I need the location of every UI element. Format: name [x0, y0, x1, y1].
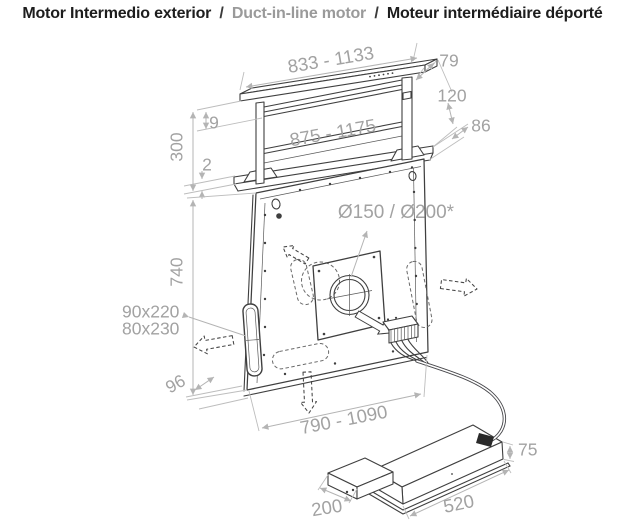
dim-right-height: 120	[437, 86, 466, 106]
terminal-ribs	[390, 324, 416, 343]
dim-motor-height: 75	[518, 440, 537, 460]
alt-duct-positions	[290, 258, 340, 306]
power-knockout	[276, 213, 282, 219]
dim-flange-thickness: 2	[202, 155, 212, 175]
title-spanish: Motor Intermedio exterior	[22, 5, 212, 22]
dim-cap-depth: 79	[439, 51, 458, 71]
hole-right	[408, 170, 417, 182]
page-title: Motor Intermedio exterior / Duct-in-line…	[0, 5, 625, 23]
hole-left	[271, 198, 281, 210]
airflow-arrow-upleft	[282, 244, 310, 265]
dim-flange-depth: 86	[471, 116, 490, 136]
title-separator-2: /	[374, 5, 379, 22]
dim-body-height: 740	[167, 257, 187, 286]
terminal-block	[382, 315, 429, 364]
title-separator-1: /	[219, 5, 224, 22]
dim-motor-width: 200	[310, 495, 344, 521]
title-french: Moteur intermédiaire déporté	[386, 5, 603, 22]
dim-side-outlet-b: 80x230	[122, 319, 180, 339]
dim-body-width: 790 - 1090	[298, 401, 389, 438]
dim-cap-thickness: 9	[209, 113, 219, 133]
dim-body-depth: 96	[162, 370, 189, 397]
dim-side-outlet-a: 90x220	[122, 302, 180, 322]
dim-duct-diameter: Ø150 / Ø200*	[338, 202, 455, 223]
junction-box	[327, 457, 394, 500]
side-outlet-bracket	[242, 303, 263, 377]
cable-plug	[476, 433, 494, 447]
alt-outlet-right	[406, 260, 433, 328]
column-clip	[402, 90, 412, 101]
airflow-arrow-left	[193, 335, 235, 355]
support-columns	[255, 76, 413, 185]
glass-band	[263, 79, 403, 164]
dim-inner-width: 875 - 1175	[288, 115, 377, 151]
airflow-arrow-right	[439, 277, 478, 297]
alt-outlet-bottom	[271, 342, 330, 370]
main-body-panel	[243, 158, 429, 397]
power-cable	[415, 359, 506, 447]
title-english: Duct-in-line motor	[231, 5, 367, 22]
dim-raised-height: 300	[167, 132, 187, 161]
